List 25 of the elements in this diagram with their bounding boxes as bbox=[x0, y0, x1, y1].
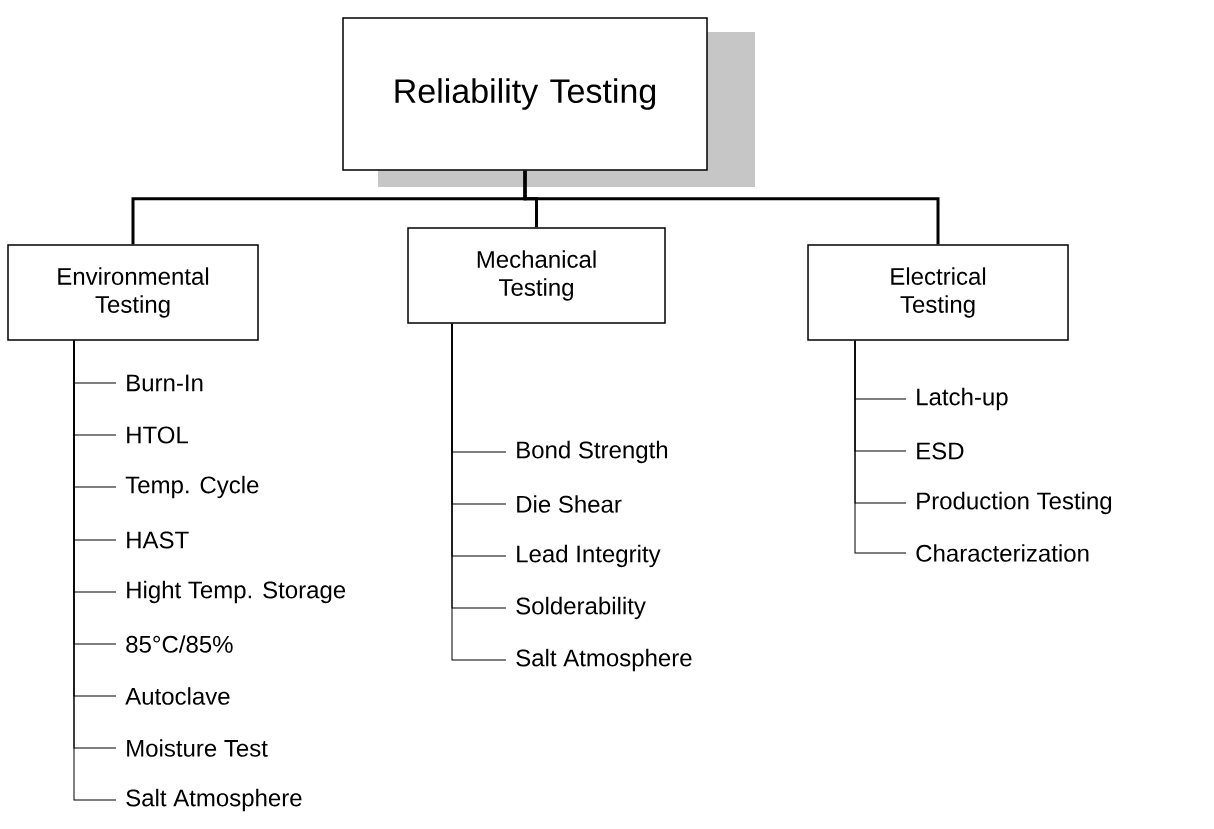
test-item: Burn-In bbox=[127, 374, 203, 392]
category-box: Electrical Testing bbox=[807, 244, 1069, 341]
test-item: HAST bbox=[127, 531, 189, 549]
test-item: 85°C/85% bbox=[126, 635, 233, 653]
title-box: Reliability Testing bbox=[342, 17, 755, 187]
test-item: Autoclave bbox=[125, 687, 230, 705]
test-item: Bond Strength bbox=[517, 440, 668, 464]
test-item: ESD bbox=[917, 442, 964, 460]
connector bbox=[523, 170, 940, 245]
test-item: HTOL bbox=[127, 426, 188, 444]
test-item: Salt Atmosphere bbox=[126, 788, 302, 812]
tree-line bbox=[854, 340, 907, 554]
test-item: Moisture Test bbox=[127, 739, 268, 757]
category-box: Environmental Testing bbox=[7, 244, 259, 341]
test-item: Temp. Cycle bbox=[125, 475, 259, 499]
category-box: Mechanical Testing bbox=[407, 227, 666, 324]
test-item: Hight Temp. Storage bbox=[127, 580, 346, 604]
test-item: Production Testing bbox=[917, 491, 1112, 515]
test-item: Salt Atmosphere bbox=[516, 648, 692, 672]
test-item: Lead Integrity bbox=[517, 544, 661, 568]
test-item: Die Shear bbox=[517, 495, 622, 513]
tree-line bbox=[451, 323, 507, 661]
test-item: Latch-up bbox=[917, 387, 1008, 411]
test-item: Solderability bbox=[516, 596, 646, 620]
test-item: Characterization bbox=[916, 544, 1089, 562]
